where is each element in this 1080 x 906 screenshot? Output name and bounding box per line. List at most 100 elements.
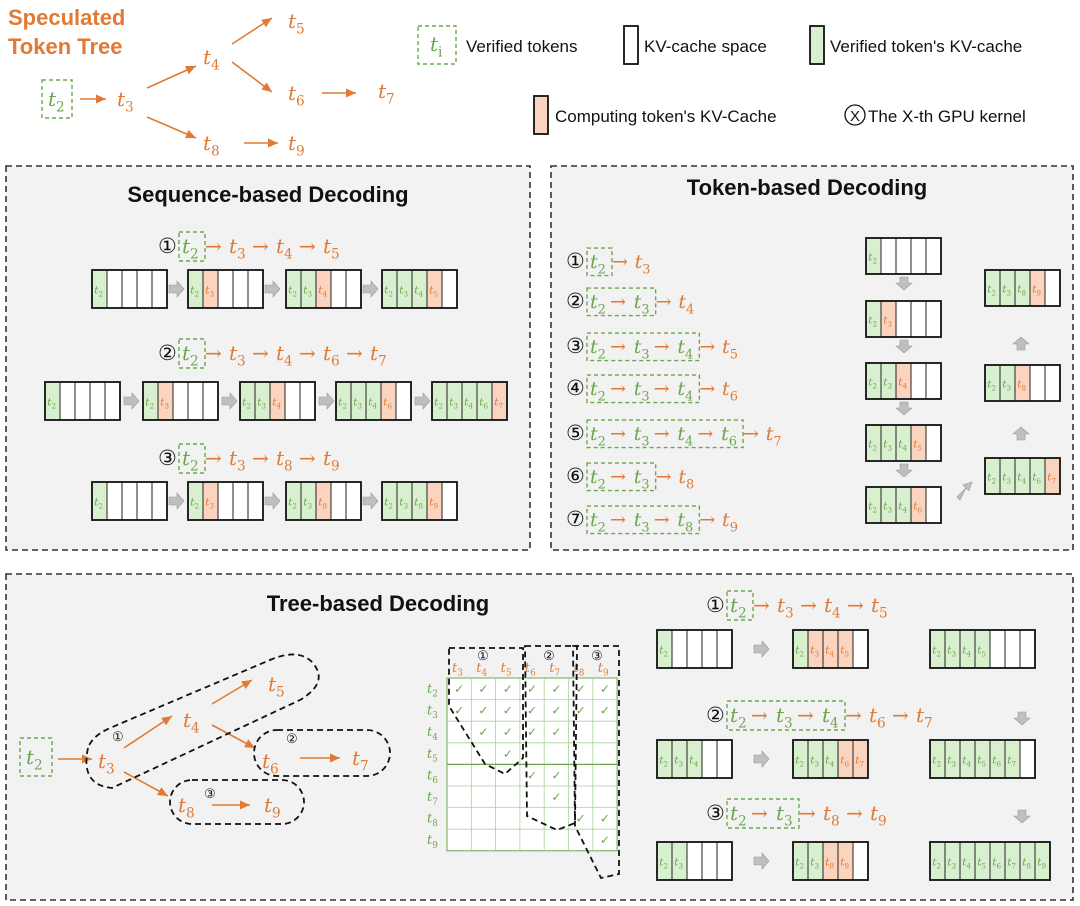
kv-block-outline [91,481,168,521]
mask-check: ✓ [527,768,537,782]
kv-cell-token: t7 [1007,755,1016,769]
kv-cache-block: t2 [865,237,942,275]
arrow-glyph: → [699,336,715,358]
kv-cell-token: t6 [913,500,922,514]
kv-cell [172,381,189,421]
legend-kernel-label: The X-th GPU kernel [868,107,1026,126]
mask-check: ✓ [576,682,586,696]
kv-cell-token: t2 [659,755,668,769]
kv-cell-token: t8 [1022,857,1031,871]
tree-title: Token Tree [8,34,123,59]
kv-block-outline [381,481,458,521]
kv-cell-token: t2 [659,645,668,659]
verified-token-box [586,247,613,277]
kv-block-outline [792,739,869,779]
kv-block-outline [984,457,1061,495]
transition-arrow [362,280,379,298]
kv-cell-token: t3 [205,497,214,511]
tree-edge [123,715,173,749]
kv-cache-block: t2 [91,269,168,309]
kv-cell-token: t4 [898,376,907,390]
kv-cell [106,269,123,309]
arrow-glyph: → [847,593,864,617]
kv-cell-token: t6 [479,397,488,411]
kv-block-outline [984,364,1061,402]
arrow-glyph: → [610,423,626,445]
kernel-group-2 [253,729,391,777]
kv-cell-token: t8 [825,857,834,871]
kv-block-outline [929,629,1036,669]
kv-cache-block: t2 [91,481,168,521]
mask-kernel-3 [572,645,620,880]
kv-cell [910,237,927,275]
kv-cell [136,269,153,309]
kv-cell-token: t7 [1047,471,1056,485]
mask-row-label: t4 [427,725,438,743]
tree-edge [123,771,169,797]
panel-title: Tree-based Decoding [267,591,490,616]
transition-arrow-up [1012,426,1030,441]
kv-block-outline [929,739,1036,779]
mask-col-label: t4 [476,661,487,679]
arrow-glyph: → [799,801,816,825]
kv-cell [217,269,234,309]
transition-arrow-down [895,339,913,354]
kv-cell-token: t4 [962,645,971,659]
kernel-index: ③ [204,787,216,802]
mask-check: ✓ [454,704,464,718]
arrow-glyph: → [299,234,316,258]
kv-cell [910,300,927,338]
transition-arrow [318,392,335,410]
kernel-index: ② [158,341,177,365]
kv-cell-token: t2 [659,857,668,871]
kv-cell [106,481,123,521]
mask-check: ✓ [576,704,586,718]
arrow-glyph: → [205,234,222,258]
kv-cell-token: t3 [399,497,408,511]
kernel-index: ① [566,249,585,273]
mask-col-label: t6 [525,661,536,679]
mask-check: ✓ [576,812,586,826]
verified-token-box [19,737,53,777]
transition-arrow-down [1013,711,1031,726]
mask-kernel-2 [524,645,578,831]
kv-cell [925,424,942,462]
kv-cell [121,481,138,521]
arrow-glyph: → [697,423,713,445]
kv-cell [247,269,264,309]
kv-cell [1029,364,1046,402]
kv-block-outline [656,629,733,669]
kv-block-outline [865,237,942,275]
arrow-glyph: → [654,509,670,531]
kv-cell [121,269,138,309]
mask-row-label: t5 [427,747,438,765]
kv-cell-token: t2 [795,645,804,659]
mask-check: ✓ [478,725,488,739]
kv-cell [910,362,927,400]
kv-cell-token: t3 [883,438,892,452]
arrow-glyph: → [610,336,626,358]
arrow-glyph: → [743,423,759,445]
arrow-glyph: → [845,703,862,727]
kv-cell-token: t7 [1007,857,1016,871]
kv-cell-token: t3 [257,397,266,411]
kv-block-outline [239,381,316,421]
kv-cell-token: t3 [1002,378,1011,392]
kv-cell [852,841,869,881]
kv-cell [74,381,91,421]
mask-check: ✓ [503,682,513,696]
mask-row-label: t7 [427,790,438,808]
mask-row-label: t3 [427,704,438,722]
kv-block-outline [865,424,942,462]
kv-cell [104,381,121,421]
